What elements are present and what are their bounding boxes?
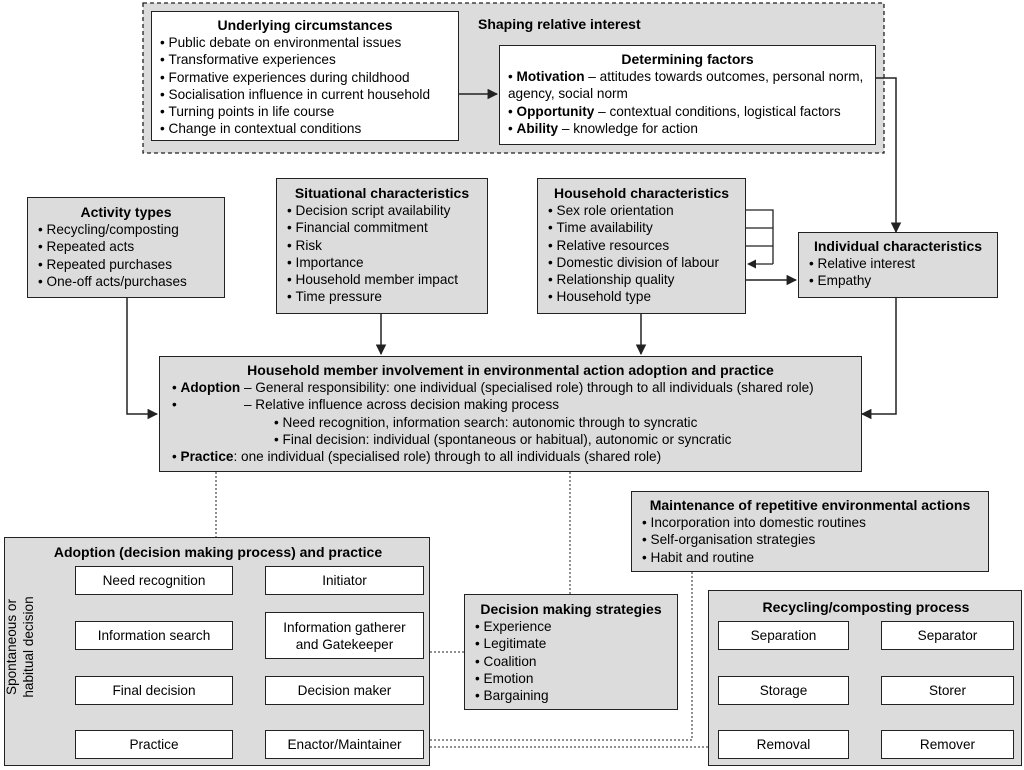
step-need-recognition: Need recognition: [75, 566, 233, 595]
underlying-title: Underlying circumstances: [217, 17, 393, 33]
activity-title: Activity types: [80, 204, 172, 220]
situational-title: Situational characteristics: [294, 185, 470, 201]
list-item: Public debate on environmental issues: [160, 34, 450, 51]
list-item: Sex role orientation: [548, 202, 735, 219]
situational-list: Decision script availability Financial c…: [287, 202, 477, 306]
list-item: Transformative experiences: [160, 51, 450, 68]
list-item: Decision script availability: [287, 202, 477, 219]
role-storer: Storer: [881, 676, 1014, 705]
household-characteristics-box: Household characteristics Sex role orien…: [537, 178, 746, 314]
role-decision-maker: Decision maker: [265, 676, 424, 705]
dotted-maintenance-link: [426, 572, 693, 741]
list-item: Domestic division of labour: [548, 254, 735, 271]
list-item: Self-organisation strategies: [642, 531, 978, 548]
strategies-title: Decision making strategies: [480, 601, 662, 617]
involvement-list: Adoption – General responsibility: one i…: [172, 379, 849, 465]
underlying-circumstances-box: Underlying circumstances Public debate o…: [151, 11, 459, 141]
list-item: Empathy: [809, 272, 987, 289]
adoption-process-title: Adoption (decision making process) and p…: [53, 544, 383, 560]
list-item: Coalition: [475, 653, 667, 670]
list-item: Risk: [287, 237, 477, 254]
step-storage: Storage: [718, 676, 849, 705]
list-item: Repeated acts: [38, 238, 214, 255]
list-item: Turning points in life course: [160, 103, 450, 120]
list-item: Time availability: [548, 219, 735, 236]
list-item: Adoption – Relative influence across dec…: [172, 396, 849, 413]
activity-list: Recycling/composting Repeated acts Repea…: [38, 221, 214, 290]
underlying-list: Public debate on environmental issues Tr…: [160, 34, 450, 138]
list-item: Ability – knowledge for action: [508, 120, 867, 137]
involvement-title: Household member involvement in environm…: [247, 362, 774, 378]
role-separator: Separator: [881, 621, 1014, 650]
list-item: Importance: [287, 254, 477, 271]
role-initiator: Initiator: [265, 566, 424, 595]
activity-types-box: Activity types Recycling/composting Repe…: [27, 197, 225, 298]
list-item: Repeated purchases: [38, 256, 214, 273]
list-item: Relative interest: [809, 255, 987, 272]
list-item: Experience: [475, 618, 667, 635]
step-removal: Removal: [718, 730, 849, 759]
household-title: Household characteristics: [553, 185, 730, 201]
list-item: Recycling/composting: [38, 221, 214, 238]
list-item: Socialisation influence in current house…: [160, 86, 450, 103]
role-information-gatherer: Information gatherer and Gatekeeper: [265, 612, 424, 659]
list-item: Emotion: [475, 670, 667, 687]
role-enactor-maintainer: Enactor/Maintainer: [265, 730, 424, 759]
recycling-title: Recycling/composting process: [762, 599, 970, 615]
list-item: Final decision: individual (spontaneous …: [172, 431, 849, 448]
role-remover: Remover: [881, 730, 1014, 759]
list-item: Incorporation into domestic routines: [642, 514, 978, 531]
determining-list: Motivation – attitudes towards outcomes,…: [508, 68, 867, 137]
maintenance-box: Maintenance of repetitive environmental …: [631, 491, 989, 572]
list-item: Financial commitment: [287, 219, 477, 236]
list-item: Time pressure: [287, 288, 477, 305]
list-item: Adoption – General responsibility: one i…: [172, 379, 849, 396]
shaping-title: Shaping relative interest: [478, 16, 641, 32]
list-item: Need recognition, information search: au…: [172, 414, 849, 431]
maintenance-list: Incorporation into domestic routines Sel…: [642, 514, 978, 566]
list-item: Legitimate: [475, 635, 667, 652]
arrow-determining-to-individual: [876, 77, 902, 234]
list-item: Relative resources: [548, 237, 735, 254]
list-item: Formative experiences during childhood: [160, 69, 450, 86]
household-list: Sex role orientation Time availability R…: [548, 202, 735, 306]
arrow-activity-to-involvement: [126, 298, 159, 420]
list-item: Bargaining: [475, 687, 667, 704]
step-final-decision: Final decision: [75, 676, 233, 705]
strategies-list: Experience Legitimate Coalition Emotion …: [475, 618, 667, 704]
list-item: Motivation – attitudes towards outcomes,…: [508, 68, 867, 103]
list-item: Relationship quality: [548, 271, 735, 288]
list-item: Change in contextual conditions: [160, 120, 450, 137]
step-information-search: Information search: [75, 621, 233, 650]
list-item: Habit and routine: [642, 549, 978, 566]
list-item: Household member impact: [287, 271, 477, 288]
list-item: Practice: one individual (specialised ro…: [172, 448, 849, 465]
individual-list: Relative interest Empathy: [809, 255, 987, 290]
individual-characteristics-box: Individual characteristics Relative inte…: [798, 232, 998, 298]
list-item: Household type: [548, 288, 735, 305]
determining-factors-box: Determining factors Motivation – attitud…: [499, 45, 876, 145]
maintenance-title: Maintenance of repetitive environmental …: [649, 497, 971, 513]
individual-title: Individual characteristics: [813, 238, 983, 254]
situational-characteristics-box: Situational characteristics Decision scr…: [276, 178, 488, 314]
involvement-box: Household member involvement in environm…: [159, 356, 862, 472]
step-practice: Practice: [75, 730, 233, 759]
list-item: One-off acts/purchases: [38, 273, 214, 290]
arrow-individual-to-involvement: [860, 298, 897, 420]
spontaneous-label: Spontaneous or habitual decision: [4, 596, 36, 698]
step-separation: Separation: [718, 621, 849, 650]
list-item: Opportunity – contextual conditions, log…: [508, 103, 867, 120]
household-bracket: [746, 209, 774, 264]
determining-title: Determining factors: [621, 51, 754, 67]
decision-strategies-box: Decision making strategies Experience Le…: [464, 594, 678, 710]
